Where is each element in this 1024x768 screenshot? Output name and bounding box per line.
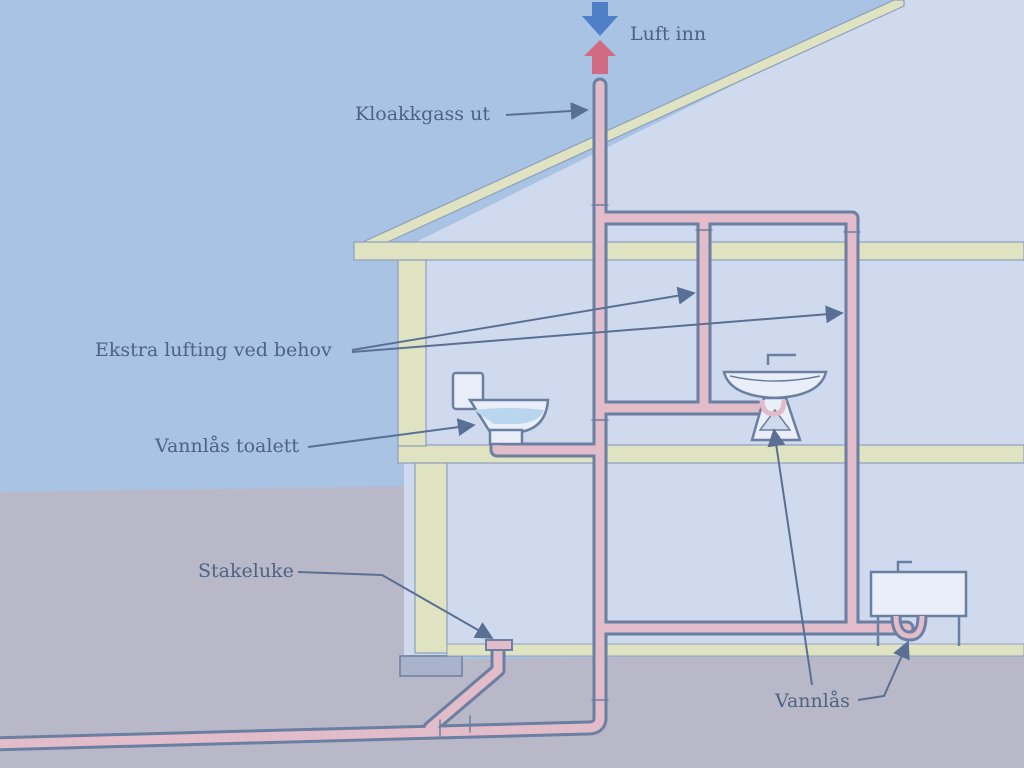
wall-upper (397, 259, 427, 447)
label-cleanout: Stakeluke (198, 560, 294, 582)
label-extra-venting: Ekstra lufting ved behov (95, 339, 332, 361)
label-toilet-trap: Vannlås toalett (154, 435, 299, 457)
leader-sewer-gas-out (505, 102, 589, 120)
cleanout-cap (485, 639, 513, 651)
leader-extra-venting-b (351, 305, 844, 353)
leader-cleanout (297, 571, 494, 639)
wall-lower (414, 462, 448, 654)
foundation (399, 655, 463, 677)
leader-trap-sink (767, 428, 813, 686)
air-in-arrow-icon (582, 2, 618, 36)
toilet-icon (451, 371, 550, 446)
leader-extra-venting-a (351, 286, 696, 351)
utility-sink-icon (869, 560, 968, 646)
pipe-network (0, 77, 915, 752)
leader-trap-utility (857, 640, 910, 701)
label-traps: Vannlås (774, 690, 850, 712)
label-air-in: Luft inn (630, 23, 706, 45)
ceiling-beam (353, 241, 1024, 261)
basement-floor (446, 643, 1024, 657)
ground (0, 486, 1024, 768)
label-sewer-gas-out: Kloakkgass ut (355, 103, 490, 125)
gas-out-arrow-icon (584, 40, 616, 74)
house-interior (404, 0, 1024, 655)
sink-icon (722, 353, 828, 442)
leader-toilet-trap (307, 418, 476, 448)
